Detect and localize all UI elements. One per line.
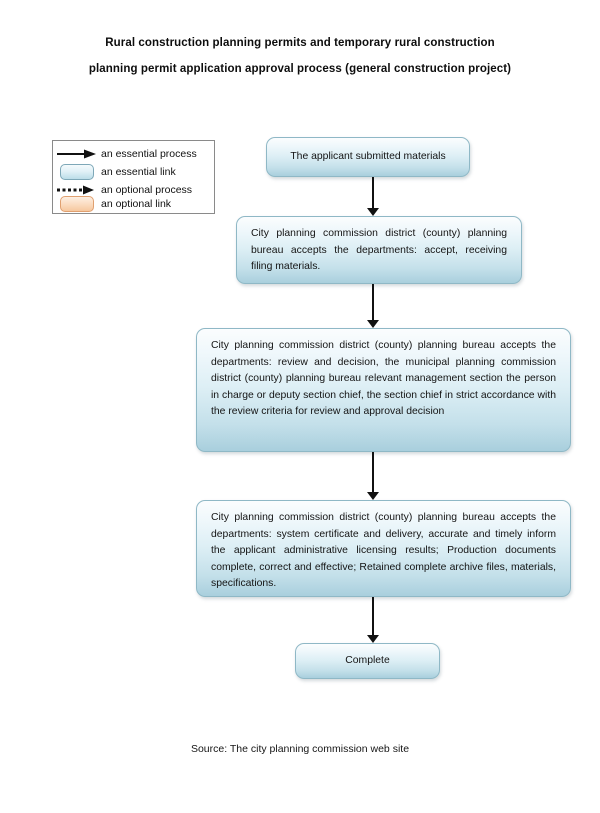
arrow-head-icon (367, 492, 379, 500)
connector-arrow-3 (366, 452, 380, 500)
solid-arrow-icon (53, 145, 101, 163)
legend-item-optional-process: an optional process (53, 181, 214, 199)
flow-node-certificate-and-delivery: City planning commission district (count… (196, 500, 571, 597)
flow-node-text: Complete (345, 654, 390, 666)
flow-node-text: City planning commission district (count… (211, 340, 556, 417)
connector-arrow-2 (366, 284, 380, 328)
dotted-arrow-icon (53, 181, 101, 199)
arrow-head-icon (367, 320, 379, 328)
flow-node-review-and-decision: City planning commission district (count… (196, 328, 571, 452)
source-caption: Source: The city planning commission web… (190, 743, 410, 755)
legend-label-essential-process: an essential process (101, 148, 197, 160)
essential-link-swatch (53, 163, 101, 181)
legend-label-essential-link: an essential link (101, 166, 176, 178)
arrow-head-icon (367, 208, 379, 216)
flow-node-text: City planning commission district (count… (211, 512, 556, 589)
flow-node-text: City planning commission district (count… (251, 228, 507, 272)
optional-link-swatch (53, 195, 101, 213)
legend-item-optional-link: an optional link (53, 195, 214, 213)
flow-node-text: The applicant submitted materials (290, 150, 446, 162)
connector-stem (372, 452, 374, 492)
flow-node-complete: Complete (295, 643, 440, 679)
arrow-head-icon (367, 635, 379, 643)
legend-label-optional-link: an optional link (101, 198, 172, 210)
legend-box: an essential process an essential link a… (52, 140, 215, 214)
page-title: Rural construction planning permits and … (88, 37, 512, 75)
connector-stem (372, 597, 374, 635)
flow-node-applicant-submitted-materials: The applicant submitted materials (266, 137, 470, 177)
connector-arrow-1 (366, 177, 380, 216)
connector-stem (372, 177, 374, 208)
legend-label-optional-process: an optional process (101, 184, 193, 196)
legend-item-essential-process: an essential process (53, 145, 214, 163)
connector-stem (372, 284, 374, 320)
connector-arrow-4 (366, 597, 380, 643)
flow-node-accept-receiving-filing: City planning commission district (count… (236, 216, 522, 284)
legend-item-essential-link: an essential link (53, 163, 214, 181)
